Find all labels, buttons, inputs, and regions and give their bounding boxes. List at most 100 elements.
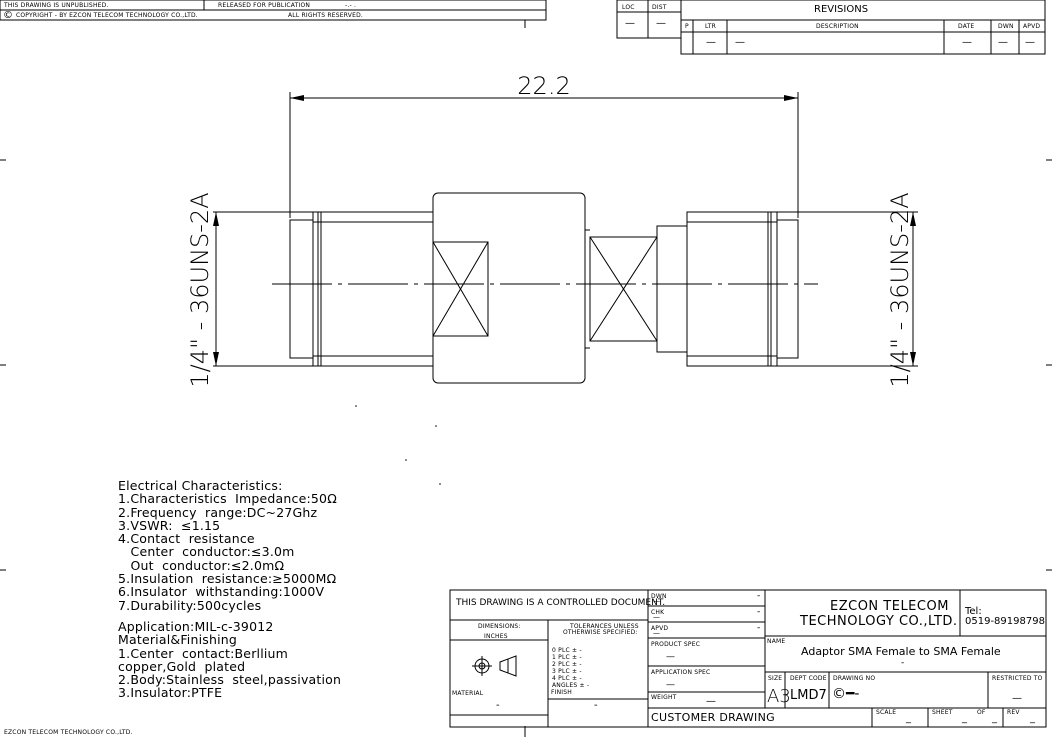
- title-block-frame: [449, 589, 1047, 728]
- right-neck: [656, 225, 688, 353]
- notes-block: Electrical Characteristics: 1.Characteri…: [118, 479, 341, 700]
- note-line: Electrical Characteristics:: [118, 478, 283, 493]
- material-value: -: [496, 700, 500, 711]
- rev-col-date: DATE: [958, 23, 975, 30]
- rev-date-value: —: [962, 37, 972, 48]
- note-line: 3.Insulator:PTFE: [118, 685, 223, 701]
- left-coupling: [312, 211, 434, 367]
- tel-value: 0519-89198798: [965, 616, 1045, 627]
- thread-label-right: 1/4" - 36UNS-2A: [886, 192, 914, 387]
- inches-label: INCHES: [484, 633, 508, 640]
- dwn-small-dash: —: [653, 597, 660, 605]
- sheet-value: _: [962, 713, 967, 724]
- thread-label-left: 1/4" - 36UNS-2A: [186, 192, 214, 387]
- dwn-value: -: [757, 591, 761, 601]
- unpublished-label: THIS DRAWING IS UNPUBLISHED.: [4, 2, 109, 9]
- note-line: 6.Insulator withstanding:1000V: [118, 584, 325, 600]
- name-label: NAME: [767, 638, 786, 645]
- dwn-label: DWN: [651, 593, 667, 600]
- released-label: RELEASED FOR PUBLICATION: [218, 2, 311, 9]
- part-name-dash: -: [901, 658, 905, 668]
- company-name-line2: TECHNOLOGY CO.,LTD.: [800, 614, 958, 629]
- plc-angles: ANGLES ± -: [552, 682, 590, 689]
- note-line: copper,Gold plated: [118, 658, 246, 674]
- rev-dwn-value: —: [998, 37, 1008, 48]
- copyright-label: COPYRIGHT - BY EZCON TELECOM TECHNOLOGY …: [16, 12, 198, 19]
- rev-col-dwn: DWN: [998, 23, 1014, 30]
- dept-code-label: DEPT CODE: [790, 675, 827, 682]
- company-name-line1: EZCON TELECOM: [830, 599, 949, 614]
- loc-value: —: [625, 18, 635, 29]
- part-name: Adaptor SMA Female to SMA Female: [801, 645, 1001, 658]
- scale-value: _: [906, 713, 911, 724]
- right-thread-end: [776, 219, 799, 359]
- rev-col-ltr: LTR: [705, 23, 716, 30]
- revisions-title: REVISIONS: [814, 4, 869, 15]
- center-body: [432, 192, 586, 384]
- plc-1: 1 PLC ± -: [552, 654, 582, 661]
- note-line: Application:MIL-c-39012: [118, 618, 274, 634]
- note-line: 5.Insulation resistance:≥5000MΩ: [118, 571, 337, 587]
- rev-label: REV: [1007, 709, 1020, 716]
- left-thread-end: [289, 219, 314, 359]
- size-value: A3: [767, 686, 791, 707]
- note-line: Center conductor:≤3.0m: [118, 544, 295, 560]
- footer-company: EZCON TELECOM TECHNOLOGY CO.,LTD.: [4, 729, 133, 736]
- finish-label: FINISH: [551, 689, 572, 696]
- plc-3: 3 PLC ± -: [552, 668, 582, 675]
- application-spec-label: APPLICATION SPEC: [651, 669, 711, 676]
- product-spec-value: —: [666, 652, 675, 662]
- plc-0: 0 PLC ± -: [552, 647, 582, 654]
- tolerances-label: TOLERANCES UNLESS: [570, 623, 639, 630]
- material-label: MATERIAL: [452, 690, 484, 697]
- revisions-frame: [680, 0, 1046, 55]
- rights-label: ALL RIGHTS RESERVED.: [288, 12, 364, 19]
- drawing-no-label: DRAWING NO: [833, 675, 876, 682]
- application-spec-value: —: [666, 680, 675, 690]
- sheet-label: SHEET: [932, 709, 953, 716]
- of-value: _: [992, 713, 997, 724]
- note-line: Out conductor:≤2.0mΩ: [118, 557, 285, 573]
- plc-4: 4 PLC ± -: [552, 675, 582, 682]
- dimensions-label: DIMENSIONS:: [478, 623, 521, 630]
- note-line: 7.Durability:500cycles: [118, 597, 262, 613]
- note-line: 4.Contact resistance: [118, 531, 255, 547]
- arrow-dim-left: [290, 95, 304, 101]
- restricted-value: —: [1012, 693, 1022, 704]
- dept-code-value: LMD7: [790, 688, 827, 703]
- rev-col-description: DESCRIPTION: [816, 23, 859, 30]
- size-label: SIZE: [768, 675, 783, 682]
- chk-value: -: [757, 607, 761, 617]
- released-value: -.- .: [345, 2, 357, 9]
- scale-label: SCALE: [876, 709, 897, 716]
- rev-desc-value: —: [735, 37, 745, 48]
- rev-col-p: P: [685, 23, 689, 30]
- note-line: 1.Characteristics Impedance:50Ω: [118, 491, 337, 507]
- rev-ltr-value: —: [706, 37, 716, 48]
- dist-label: DIST: [652, 4, 667, 11]
- loc-label: LOC: [622, 4, 635, 11]
- projection-cone: [499, 655, 517, 677]
- customer-drawing-label: CUSTOMER DRAWING: [651, 711, 775, 724]
- arrow-dim-right: [784, 95, 798, 101]
- right-coupling: [686, 211, 778, 367]
- otherwise-label: OTHERWISE SPECIFIED:: [563, 629, 638, 636]
- note-line: 3.VSWR: ≤1.15: [118, 517, 221, 533]
- dist-value: —: [656, 18, 666, 29]
- note-line: 1.Center contact:Berllium: [118, 645, 289, 661]
- product-spec-label: PRODUCT SPEC: [651, 641, 701, 648]
- of-label: OF: [977, 709, 986, 716]
- rev-value: _: [1030, 713, 1035, 724]
- plc-2: 2 PLC ± -: [552, 661, 582, 668]
- apvd-value: -: [757, 623, 761, 633]
- weight-value: —: [706, 696, 716, 707]
- rev-apvd-value: —: [1025, 37, 1035, 48]
- apvd-small-dash: —: [653, 629, 660, 637]
- drawing-no-value: ©━-: [832, 686, 860, 702]
- note-line: 2.Frequency range:DC~27Ghz: [118, 504, 318, 520]
- copyright-icon: ©: [3, 10, 13, 21]
- chk-small-dash: —: [653, 613, 660, 621]
- finish-value: -: [594, 700, 598, 711]
- tel-label: Tel:: [965, 606, 982, 617]
